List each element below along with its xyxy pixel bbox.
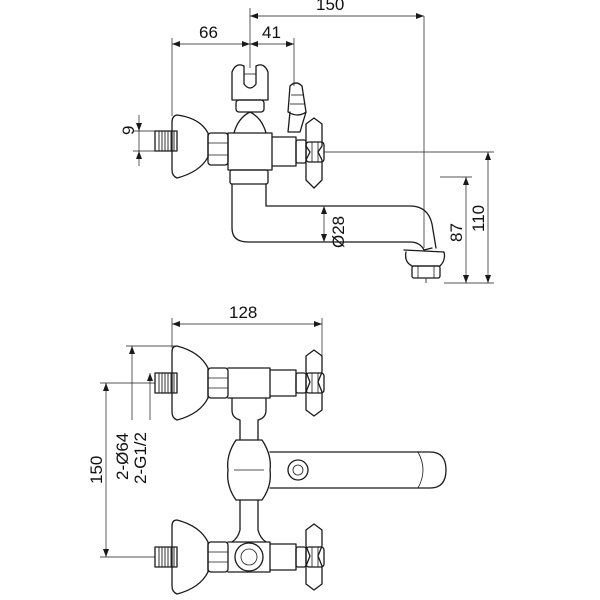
top-shower-holder <box>231 64 269 113</box>
bottom-center-body <box>227 397 447 543</box>
dim-top-9-label: 9 <box>119 126 138 135</box>
top-cross-handle <box>305 117 325 189</box>
dim-top-41-label: 41 <box>262 23 281 42</box>
bottom-lower-inlet <box>154 519 325 595</box>
dim-top-110-label: 110 <box>469 205 488 232</box>
top-hex-nut <box>207 132 229 166</box>
top-wall-flange <box>171 114 209 179</box>
top-view-faucet: 150 66 41 9 Ø28 <box>119 0 494 284</box>
top-mixer-body <box>227 111 307 171</box>
dim-bottom-128-label: 128 <box>229 303 257 322</box>
dim-top-66-label: 66 <box>199 23 218 42</box>
top-diverter-lever <box>287 82 307 133</box>
dim-bottom-150: 150 <box>87 382 155 558</box>
dim-bottom-flange-label: 2-Ø64 <box>113 433 132 480</box>
dim-top-dia: Ø28 <box>321 206 348 248</box>
top-spout <box>229 169 446 283</box>
dim-bottom-150-label: 150 <box>87 456 106 484</box>
dim-top-heights: 87 110 <box>324 151 494 284</box>
dim-top-150-label: 150 <box>316 0 344 14</box>
dim-bottom-thread-label: 2-G1/2 <box>131 432 150 484</box>
dim-top-66-41: 66 41 <box>171 23 295 116</box>
dim-top-87-label: 87 <box>447 223 466 242</box>
bottom-view-faucet: 128 150 2-Ø64 2-G1/2 <box>87 303 447 595</box>
dim-top-dia-label: Ø28 <box>329 216 348 248</box>
dim-bottom-128: 128 <box>171 303 323 356</box>
dim-bottom-flange: 2-Ø64 2-G1/2 <box>113 345 177 484</box>
dim-top-150: 150 <box>249 0 425 248</box>
dim-top-9: 9 <box>119 115 155 166</box>
bottom-upper-inlet <box>154 345 325 421</box>
top-inlet-thread <box>154 130 178 152</box>
